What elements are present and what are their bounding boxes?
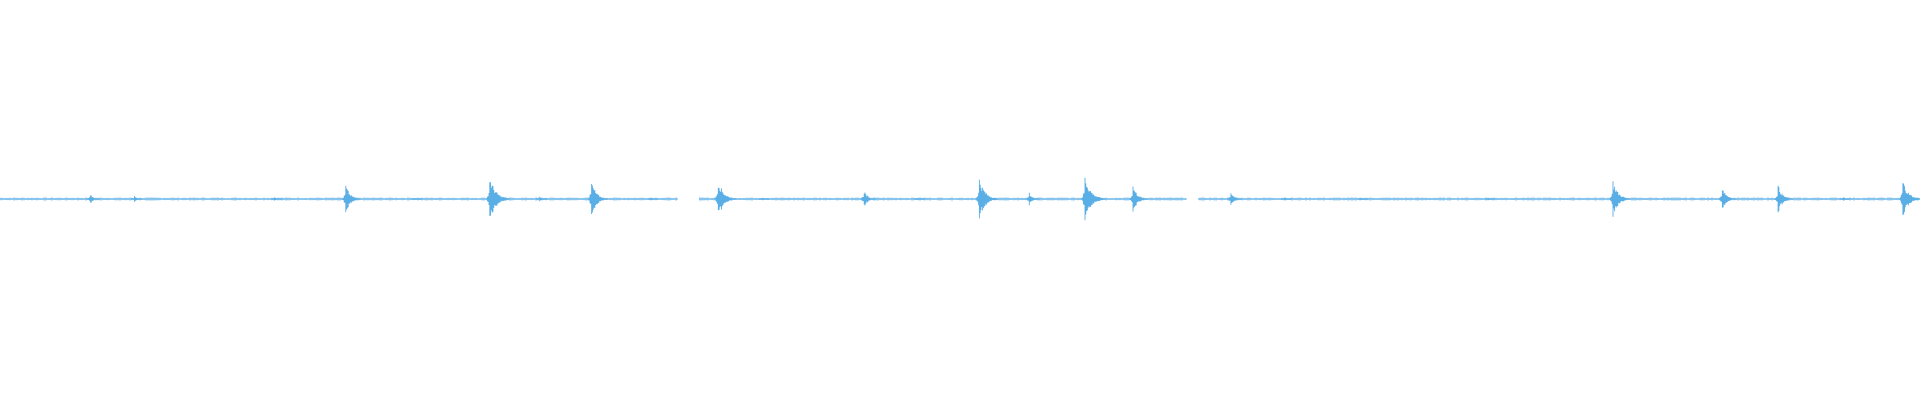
waveform-transient [1484, 197, 1496, 201]
waveform-transient [86, 195, 100, 203]
waveform-transient [587, 184, 609, 214]
waveform-transient [647, 197, 658, 201]
waveform-transient [714, 187, 737, 211]
waveform-transient [1281, 197, 1292, 201]
waveform-transient [1718, 190, 1737, 208]
waveform-transient [1025, 192, 1040, 206]
waveform-transient [1227, 193, 1242, 205]
waveform-transient [271, 197, 283, 201]
waveform-transient [1609, 181, 1631, 217]
waveform-transient [1839, 197, 1851, 201]
waveform-transient [130, 196, 143, 202]
waveform-transient [342, 185, 361, 213]
waveform-transient [1129, 186, 1148, 212]
waveform-transient [975, 179, 999, 219]
waveform-transient [1899, 183, 1920, 215]
waveform-transient [1357, 197, 1369, 201]
waveform-transient [914, 197, 925, 201]
waveform-transient [758, 197, 770, 201]
waveform-transient [536, 196, 548, 202]
waveform-transient [1081, 177, 1106, 221]
waveform-transient [486, 182, 510, 216]
waveform-transient [1774, 185, 1793, 213]
waveform-transient [860, 192, 876, 206]
waveform-transient [411, 198, 422, 200]
